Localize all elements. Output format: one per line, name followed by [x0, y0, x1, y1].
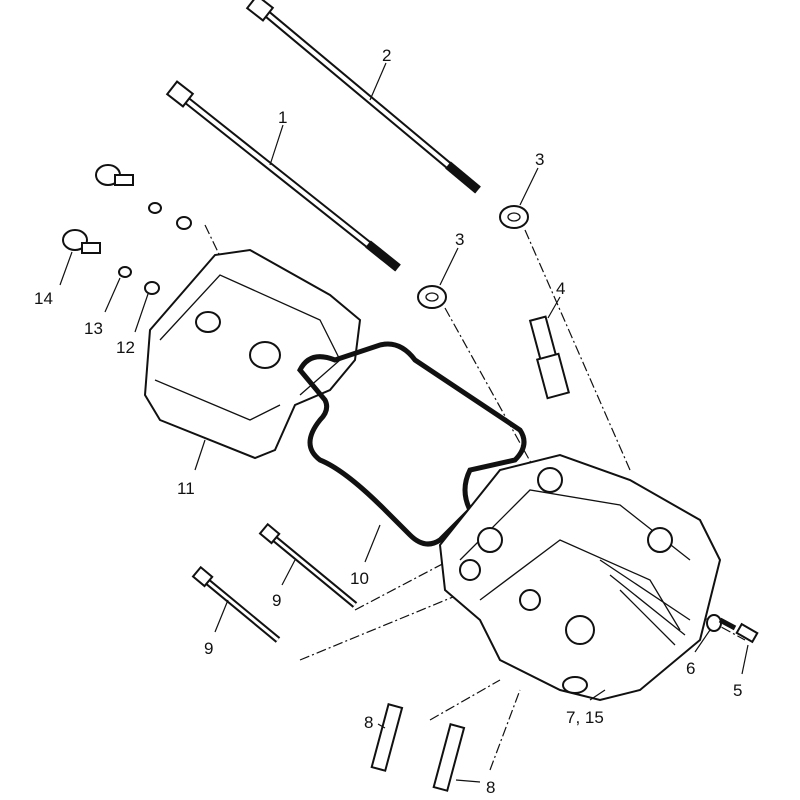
bolt-9-upper [258, 522, 358, 608]
spark-plug-4 [528, 315, 571, 400]
stud-8-right [432, 723, 466, 792]
label-8-right: 8 [486, 778, 495, 797]
o-ring-13 [118, 266, 132, 278]
label-9-lower: 9 [204, 639, 213, 658]
label-9-upper: 9 [272, 591, 281, 610]
long-bolt-1 [165, 80, 401, 272]
label-1: 1 [278, 108, 287, 127]
label-10: 10 [350, 569, 369, 588]
label-8-left: 8 [364, 713, 373, 732]
label-11: 11 [177, 479, 195, 498]
label-12: 12 [116, 338, 135, 357]
washer-6 [706, 614, 722, 632]
callout-labels: 1 2 3 3 4 5 6 7, 15 8 8 9 9 10 11 12 13 … [34, 46, 742, 797]
cylinder-head-cover-11 [143, 248, 362, 460]
bolt-9-lower [191, 565, 281, 643]
cover-bolt-upper [95, 164, 192, 230]
label-13: 13 [84, 319, 103, 338]
cylinder-head-7-15 [438, 453, 722, 702]
label-14: 14 [34, 289, 53, 308]
label-4: 4 [556, 279, 565, 298]
cover-bolt-14 [62, 229, 160, 295]
stud-8-left [370, 703, 404, 772]
label-2: 2 [382, 46, 391, 65]
label-3-lower: 3 [455, 230, 464, 249]
washer-3-upper [499, 205, 529, 229]
label-6: 6 [686, 659, 695, 678]
label-3-upper: 3 [535, 150, 544, 169]
washer-12 [144, 281, 160, 295]
leader-lines [59, 62, 749, 783]
label-7-15: 7, 15 [566, 708, 604, 727]
label-5: 5 [733, 681, 742, 700]
bolt-5 [718, 617, 759, 644]
washer-3-lower [417, 285, 447, 309]
gasket-10 [297, 341, 527, 547]
long-bolt-2 [245, 0, 481, 194]
